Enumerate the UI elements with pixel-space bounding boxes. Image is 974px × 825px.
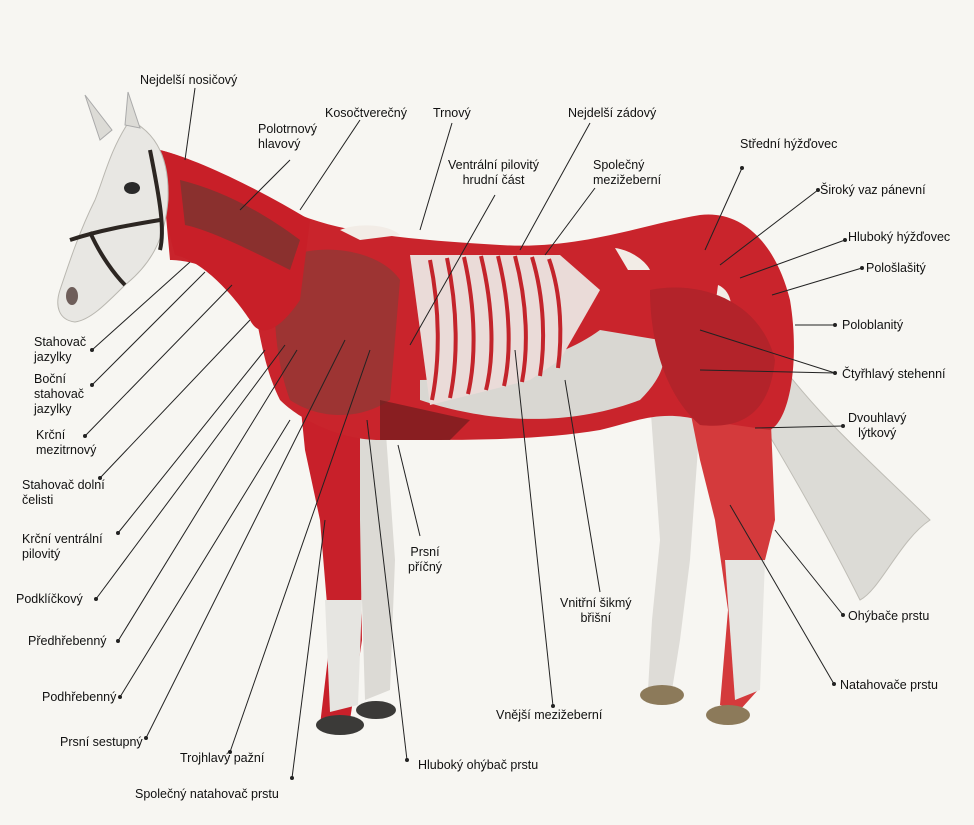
label-natahovace-prstu: Natahovače prstu — [840, 678, 938, 693]
label-ctyrhlavy-stehenni: Čtyřhlavý stehenní — [842, 367, 946, 382]
label-trnovy: Trnový — [433, 106, 471, 121]
hoof — [316, 715, 364, 735]
label-ventralni-pilovity-hrudni: Ventrální pilovitý hrudní část — [448, 158, 539, 188]
hoof — [356, 701, 396, 719]
label-prsni-sestupny: Prsní sestupný — [60, 735, 143, 750]
label-trojhlavy-pazni: Trojhlavý pažní — [180, 751, 264, 766]
label-spolecny-natahovac-prstu: Společný natahovač prstu — [135, 787, 279, 802]
label-stredni-hyzdovec: Střední hýžďovec — [740, 137, 837, 152]
eye — [124, 182, 140, 194]
label-vnitrni-sikmy-bissni: Vnitřní šikmý břišní — [560, 596, 632, 626]
ear — [85, 95, 112, 140]
label-hluboky-hyzdovec: Hluboký hýžďovec — [848, 230, 950, 245]
label-predhrebenny: Předhřebenný — [28, 634, 107, 649]
label-hluboky-ohybac-prstu: Hluboký ohýbač prstu — [418, 758, 538, 773]
label-podhrebenny: Podhřebenný — [42, 690, 116, 705]
label-krcni-ventralni-pilovity: Krční ventrální pilovitý — [22, 532, 103, 562]
label-poloslasity: Pološlašitý — [866, 261, 926, 276]
label-nejdelsi-nosicovy: Nejdelší nosičový — [140, 73, 237, 88]
label-stahovac-dolni-celisti: Stahovač dolní čelisti — [22, 478, 105, 508]
label-poloblanity: Poloblanitý — [842, 318, 903, 333]
label-polotrnovy-hlavovy: Polotrnový hlavový — [258, 122, 317, 152]
label-dvouhlavy-lytkovy: Dvouhlavý lýtkový — [848, 411, 906, 441]
label-podklickovy: Podklíčkový — [16, 592, 83, 607]
label-spolecny-mezizeberni: Společný mezižeberní — [593, 158, 661, 188]
hoof — [640, 685, 684, 705]
label-siroky-vaz-panevni: Široký vaz pánevní — [820, 183, 926, 198]
label-krcni-mezitrnovy: Krční mezitrnový — [36, 428, 96, 458]
label-ohybace-prstu: Ohýbače prstu — [848, 609, 929, 624]
ear — [125, 92, 140, 128]
label-vnejsi-mezizeberni: Vnější mezižeberní — [496, 708, 602, 723]
label-nejdelsi-zadovy: Nejdelší zádový — [568, 106, 656, 121]
label-prsni-pricny: Prsní příčný — [408, 545, 442, 575]
hoof — [706, 705, 750, 725]
label-stahovac-jazylky: Stahovač jazylky — [34, 335, 86, 365]
nostril — [66, 287, 78, 305]
front-cannon — [325, 600, 362, 712]
label-kosoctverecny: Kosočtverečný — [325, 106, 407, 121]
hind-leg-far — [648, 400, 700, 690]
label-bocni-stahovac-jazylky: Boční stahovač jazylky — [34, 372, 84, 417]
